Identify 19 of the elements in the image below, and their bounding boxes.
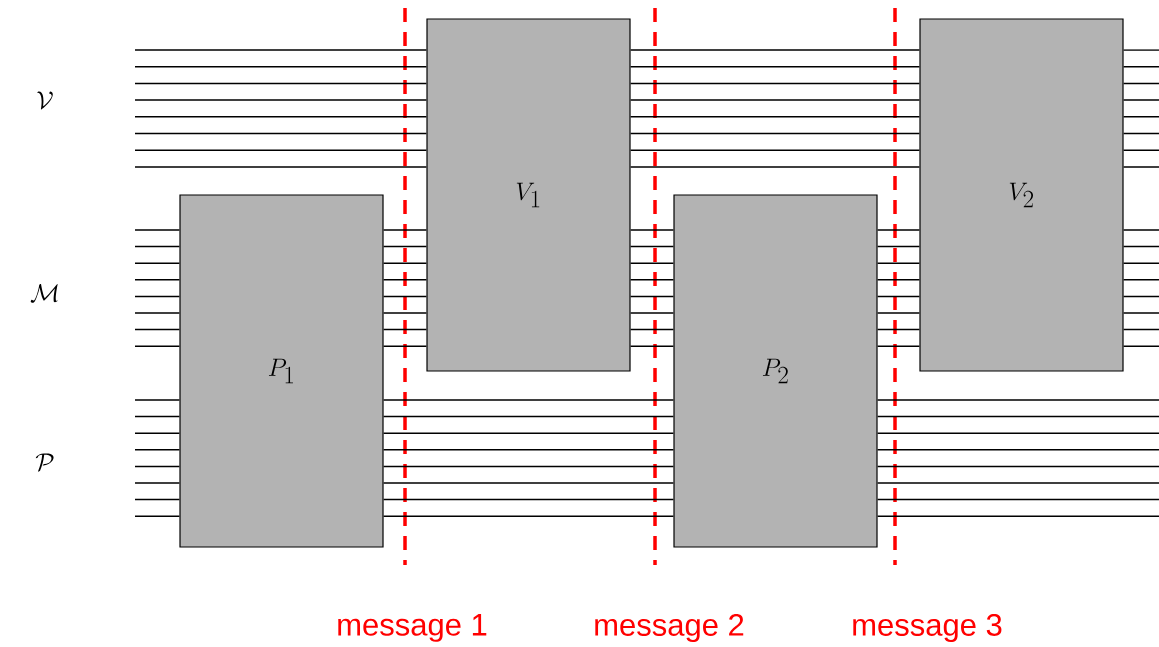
process-box: $P_1$ <box>179 194 384 548</box>
register-label: $\mathcal{M}$ <box>30 283 58 303</box>
process-box: $V_2$ <box>919 18 1124 372</box>
register-label: $\mathcal{P}$ <box>35 453 54 472</box>
message-label: message 2 <box>595 613 744 643</box>
wire-bundle <box>876 399 1159 517</box>
message-label: message 3 <box>853 613 1002 643</box>
process-box: $P_2$ <box>673 194 878 548</box>
wire-bundle <box>629 49 921 168</box>
wire-bundle <box>382 399 675 517</box>
message-label: message 1 <box>338 614 487 642</box>
wire-bundle <box>876 229 921 347</box>
wire-bundle <box>629 229 675 347</box>
wire-bundle <box>134 229 181 517</box>
register-label: $\mathcal{V}$ <box>37 91 53 110</box>
wire-bundle <box>134 49 428 168</box>
wire-bundle <box>382 229 428 347</box>
process-box: $V_1$ <box>426 18 631 372</box>
wire-bundle <box>1122 49 1159 347</box>
